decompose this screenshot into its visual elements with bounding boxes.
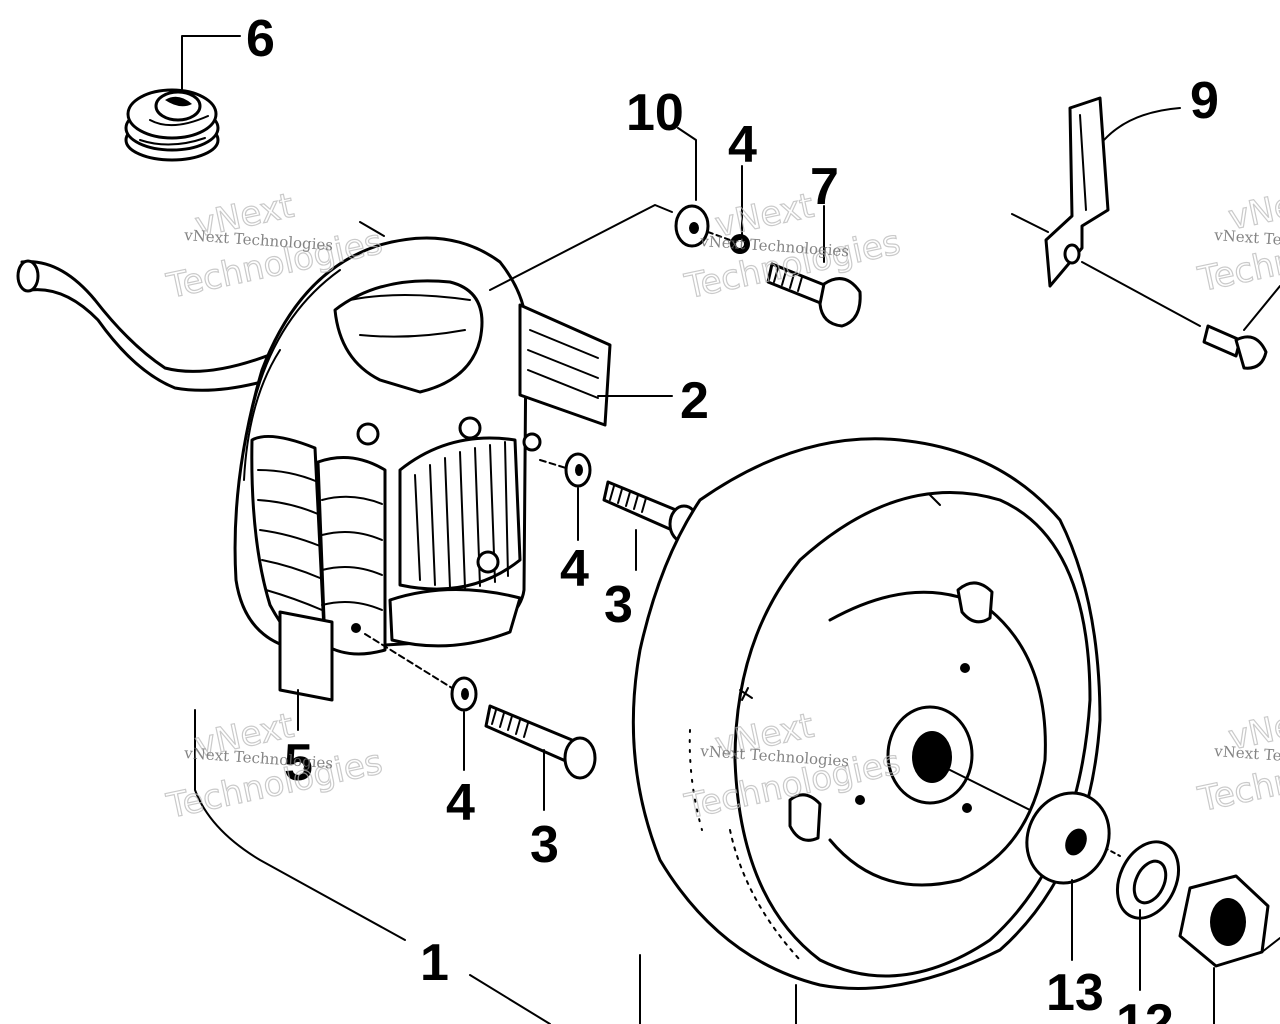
label-part-13: 13 [1046, 964, 1104, 1022]
screw-assembly-top [489, 204, 862, 328]
label-part-12: 12 [1116, 994, 1174, 1024]
label-part-2: 2 [680, 372, 709, 430]
stator-wire [16, 259, 284, 392]
label-part-9: 9 [1190, 72, 1219, 130]
label-part-10: 10 [626, 84, 684, 142]
label-part-3-bottom: 3 [530, 816, 559, 874]
screw-washer-upper [539, 452, 700, 544]
part-labels: 6 10 4 7 9 2 4 3 5 4 3 1 13 12 [246, 10, 1219, 1024]
label-part-6: 6 [246, 10, 275, 68]
leader-lines [181, 35, 1215, 1024]
flywheel-part [631, 437, 1121, 990]
label-part-5: 5 [284, 734, 313, 792]
label-part-1: 1 [420, 934, 449, 992]
label-part-7: 7 [810, 158, 839, 216]
label-part-4-bottom: 4 [446, 774, 475, 832]
washer-13 [1025, 791, 1111, 885]
washer-12 [1116, 840, 1180, 920]
hex-nut [1178, 874, 1280, 968]
bracket-part [1011, 96, 1280, 370]
label-part-3-middle: 3 [604, 576, 633, 634]
grommet-part [124, 88, 220, 162]
label-part-4-top: 4 [728, 116, 757, 174]
stator-plate-assembly [233, 236, 612, 702]
screw-washer-lower [364, 633, 597, 780]
label-part-4-middle: 4 [560, 540, 589, 598]
